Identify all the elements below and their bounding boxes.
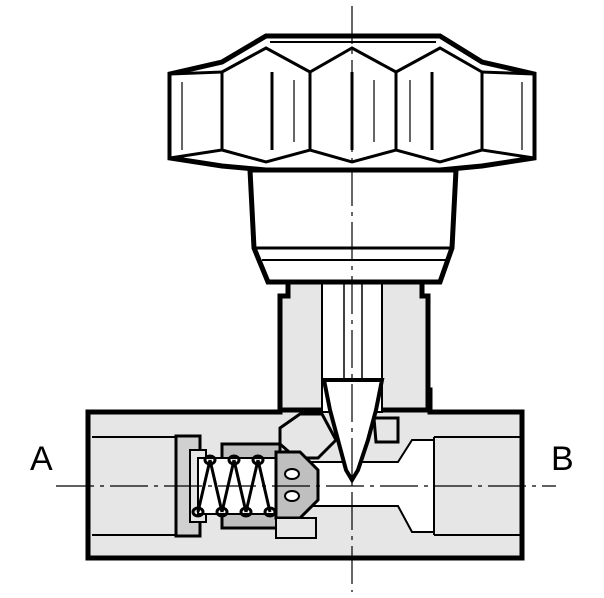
handwheel-knob bbox=[167, 33, 537, 173]
needle-spindle bbox=[278, 378, 400, 484]
check-valve-poppet bbox=[274, 450, 320, 539]
port-a-label: A bbox=[30, 440, 53, 478]
valve-stem-collar bbox=[247, 167, 459, 285]
port-b-label: B bbox=[551, 440, 574, 478]
centerline bbox=[56, 6, 556, 592]
check-valve bbox=[174, 434, 320, 539]
